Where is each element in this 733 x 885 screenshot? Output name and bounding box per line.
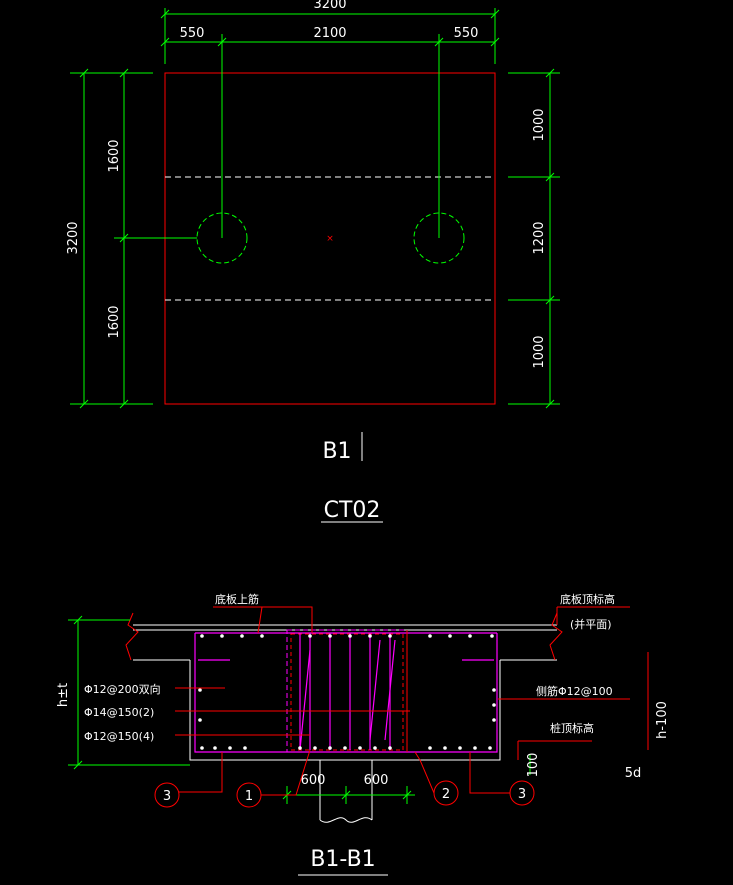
section-view: 600 600 h±t Φ12@200双向 Φ14@150(2) Φ12@150… xyxy=(56,592,670,876)
flat-label: (并平面) xyxy=(570,617,612,631)
break-mark-left xyxy=(125,612,139,661)
dim-left-total: 3200 xyxy=(66,221,81,254)
dim-top-mid: 2100 xyxy=(313,26,346,41)
svg-text:3: 3 xyxy=(163,789,171,804)
pile-zone xyxy=(286,629,408,753)
dim-5d: 5d xyxy=(625,766,642,781)
svg-text:1: 1 xyxy=(245,789,253,804)
marker-1: 1 xyxy=(236,749,311,808)
rebar-label-2: Φ14@150(2) xyxy=(84,706,154,719)
center-mark: × xyxy=(326,234,334,244)
side-rebar-label: 侧筋Φ12@100 xyxy=(536,684,613,698)
top-elev-label: 底板顶标高 xyxy=(560,592,615,606)
rebar-label-3: Φ12@150(4) xyxy=(84,730,154,743)
dim-600-right: 600 xyxy=(364,773,389,788)
dim-left-bottom: 1600 xyxy=(107,305,122,338)
top-rebar-label: 底板上筋 xyxy=(215,592,259,606)
pile-right xyxy=(413,212,465,264)
break-mark-right xyxy=(549,612,563,661)
rebar-dots xyxy=(198,634,496,750)
cap-section-body xyxy=(189,660,501,761)
svg-text:2: 2 xyxy=(442,787,450,802)
dim-top-left: 550 xyxy=(180,26,205,41)
dim-right-mid: 1200 xyxy=(532,221,547,254)
cap-name: CT02 xyxy=(324,498,381,523)
pile-break xyxy=(319,817,373,823)
plan-view: × 3200 550 2100 550 3200 1600 1600 xyxy=(66,0,560,523)
rebar-cage xyxy=(194,633,498,753)
rebar-label-1: Φ12@200双向 xyxy=(84,682,161,696)
dim-top-total: 3200 xyxy=(313,0,346,12)
dim-top-right: 550 xyxy=(454,26,479,41)
dim-left-top: 1600 xyxy=(107,139,122,172)
height-label: h±t xyxy=(56,683,71,707)
svg-text:3: 3 xyxy=(518,787,526,802)
dim-600-left: 600 xyxy=(301,773,326,788)
bottom-elev-label: 桩顶标高 xyxy=(550,721,594,735)
dim-right-top: 1000 xyxy=(532,108,547,141)
dim-right-bottom: 1000 xyxy=(532,335,547,368)
section-title: B1-B1 xyxy=(310,847,375,872)
marker-3-right: 3 xyxy=(469,752,535,806)
marker-2: 2 xyxy=(414,751,459,806)
h-100-label: h-100 xyxy=(655,701,670,739)
section-marker-label: B1 xyxy=(322,439,351,464)
dim-100: 100 xyxy=(526,753,541,778)
marker-3-left: 3 xyxy=(154,752,223,808)
pile-left xyxy=(196,212,248,264)
